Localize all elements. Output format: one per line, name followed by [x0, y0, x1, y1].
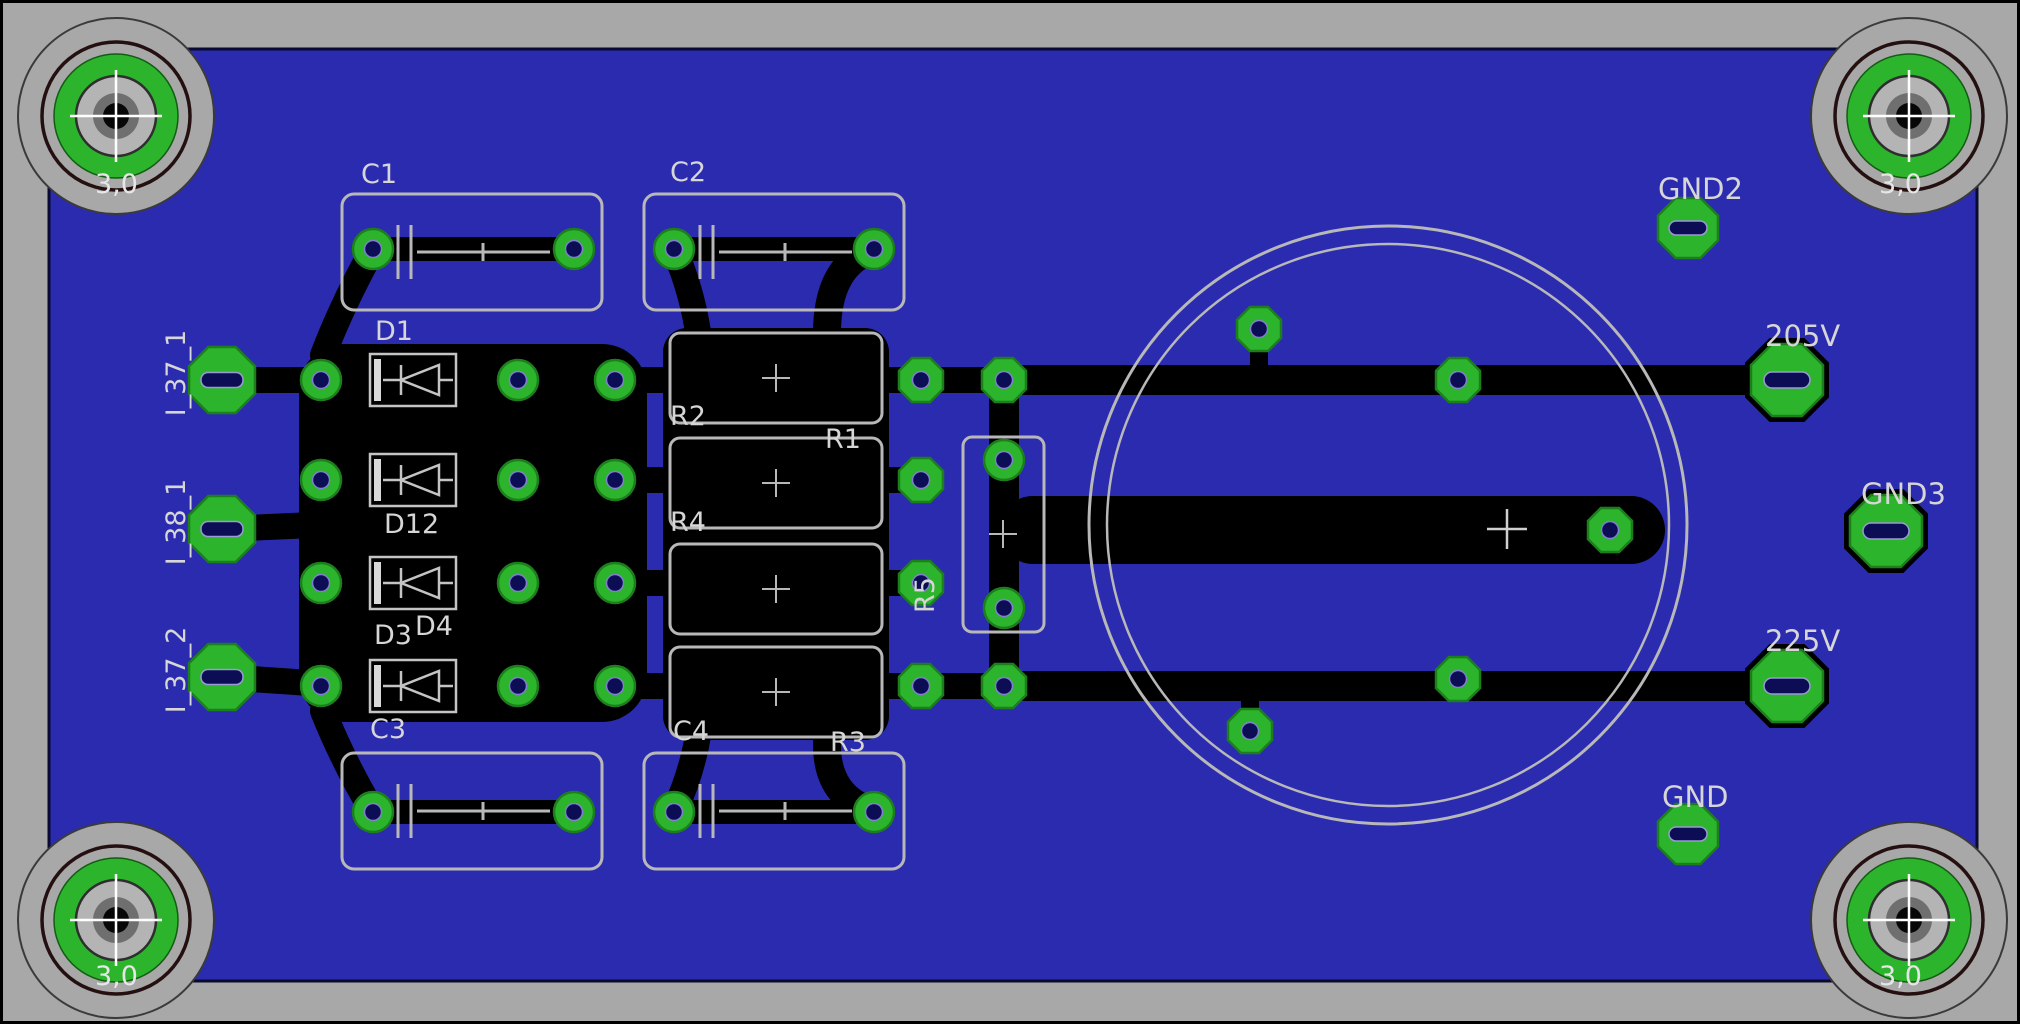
label-d4: D4 — [415, 611, 453, 642]
label-i37-1: I_37_1 — [161, 330, 192, 417]
net-label-205v: 205V — [1765, 319, 1840, 353]
pad[interactable] — [496, 664, 540, 708]
label-i37-2: I_37_2 — [161, 627, 192, 714]
pad[interactable] — [1226, 707, 1274, 755]
pad-i37-2[interactable] — [187, 642, 257, 712]
pad-225v[interactable] — [1749, 648, 1825, 724]
pad[interactable] — [496, 458, 540, 502]
pad[interactable] — [852, 227, 896, 271]
pad[interactable] — [552, 227, 596, 271]
silkscreen-layer — [340, 192, 1689, 871]
net-label-gnd3: GND3 — [1861, 477, 1946, 511]
pad[interactable] — [299, 358, 343, 402]
pad[interactable] — [351, 227, 395, 271]
label-c2: C2 — [670, 157, 706, 188]
label-r5: R5 — [910, 577, 941, 613]
pad[interactable] — [652, 227, 696, 271]
pad[interactable] — [593, 358, 637, 402]
pad[interactable] — [852, 790, 896, 834]
pad[interactable] — [982, 586, 1026, 630]
pad[interactable] — [299, 561, 343, 605]
net-label-gnd: GND — [1662, 780, 1729, 814]
pad[interactable] — [496, 561, 540, 605]
label-r1: R1 — [825, 424, 861, 455]
pad-205v[interactable] — [1749, 342, 1825, 418]
hole-size-label: 3,0 — [95, 961, 138, 992]
net-label-225v: 225V — [1765, 624, 1840, 658]
net-label-gnd2: GND2 — [1658, 172, 1743, 206]
label-r2: R2 — [670, 401, 706, 432]
capacitor-circle-outline[interactable] — [1087, 224, 1689, 826]
pad[interactable] — [299, 458, 343, 502]
pad[interactable] — [1235, 305, 1283, 353]
label-c3: C3 — [370, 714, 406, 745]
label-c1: C1 — [361, 159, 397, 190]
label-r3: R3 — [830, 727, 866, 758]
pad[interactable] — [593, 561, 637, 605]
resistor-outline-r5[interactable] — [961, 435, 1046, 634]
label-i38-1: I_38_1 — [161, 479, 192, 566]
pad[interactable] — [897, 456, 945, 504]
hole-size-label: 3,0 — [1879, 169, 1922, 200]
copper-pour-diode-matrix[interactable] — [299, 344, 647, 722]
pad[interactable] — [980, 356, 1028, 404]
label-d3: D3 — [374, 620, 412, 651]
pad[interactable] — [1434, 356, 1482, 404]
pad[interactable] — [1434, 655, 1482, 703]
hole-size-label: 3,0 — [1879, 961, 1922, 992]
pad[interactable] — [593, 664, 637, 708]
label-d1: D1 — [375, 316, 413, 347]
crosshair — [1487, 509, 1527, 549]
pad[interactable] — [897, 356, 945, 404]
pad[interactable] — [299, 664, 343, 708]
pad[interactable] — [897, 662, 945, 710]
pad[interactable] — [1586, 506, 1634, 554]
pad[interactable] — [652, 790, 696, 834]
pad-gnd2[interactable] — [1656, 196, 1720, 260]
labels-layer: C1 C2 D1 D12 D4 D3 C3 C4 R2 R4 R1 R3 R5 … — [95, 157, 1946, 992]
pad-i37-1[interactable] — [187, 345, 257, 415]
pad[interactable] — [980, 662, 1028, 710]
label-d12: D12 — [384, 509, 439, 540]
label-r4: R4 — [670, 507, 706, 538]
pad[interactable] — [351, 790, 395, 834]
pad[interactable] — [593, 458, 637, 502]
pad[interactable] — [552, 790, 596, 834]
label-c4: C4 — [673, 716, 709, 747]
pad[interactable] — [982, 438, 1026, 482]
hole-size-label: 3,0 — [95, 169, 138, 200]
pad[interactable] — [496, 358, 540, 402]
pad-i38-1[interactable] — [187, 494, 257, 564]
